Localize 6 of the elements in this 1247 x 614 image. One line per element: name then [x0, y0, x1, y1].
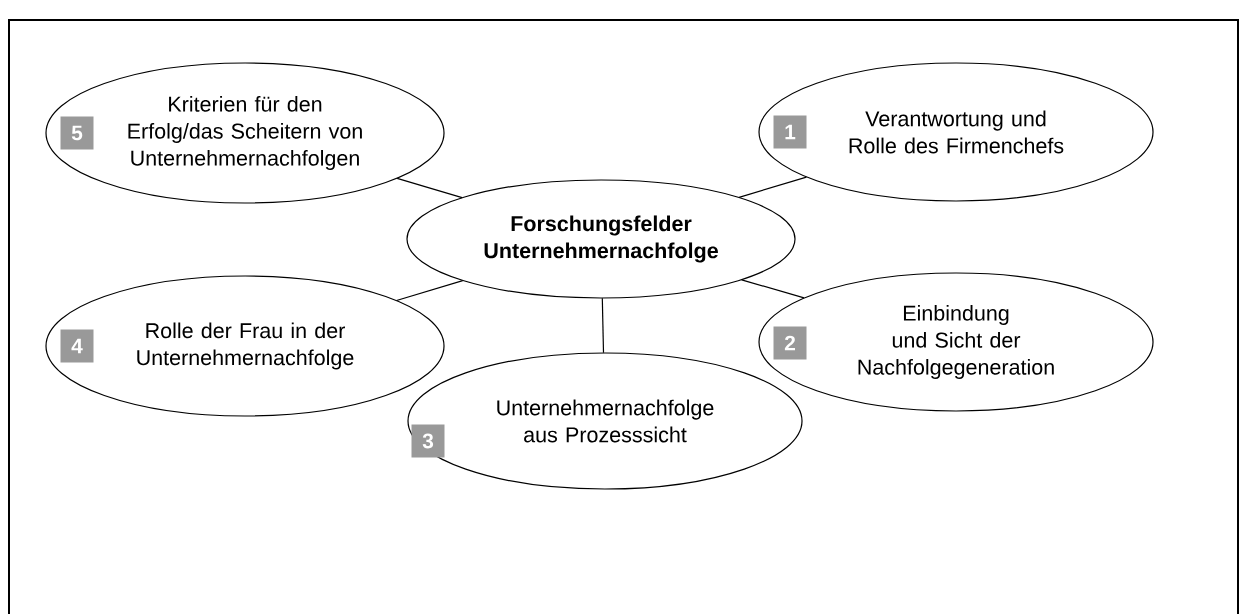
connector-line [396, 177, 463, 199]
connector-line [395, 279, 464, 302]
number-badge: 3 [411, 424, 445, 458]
connector-line [741, 279, 805, 299]
connector-line [601, 297, 605, 354]
connector-line [738, 176, 808, 198]
